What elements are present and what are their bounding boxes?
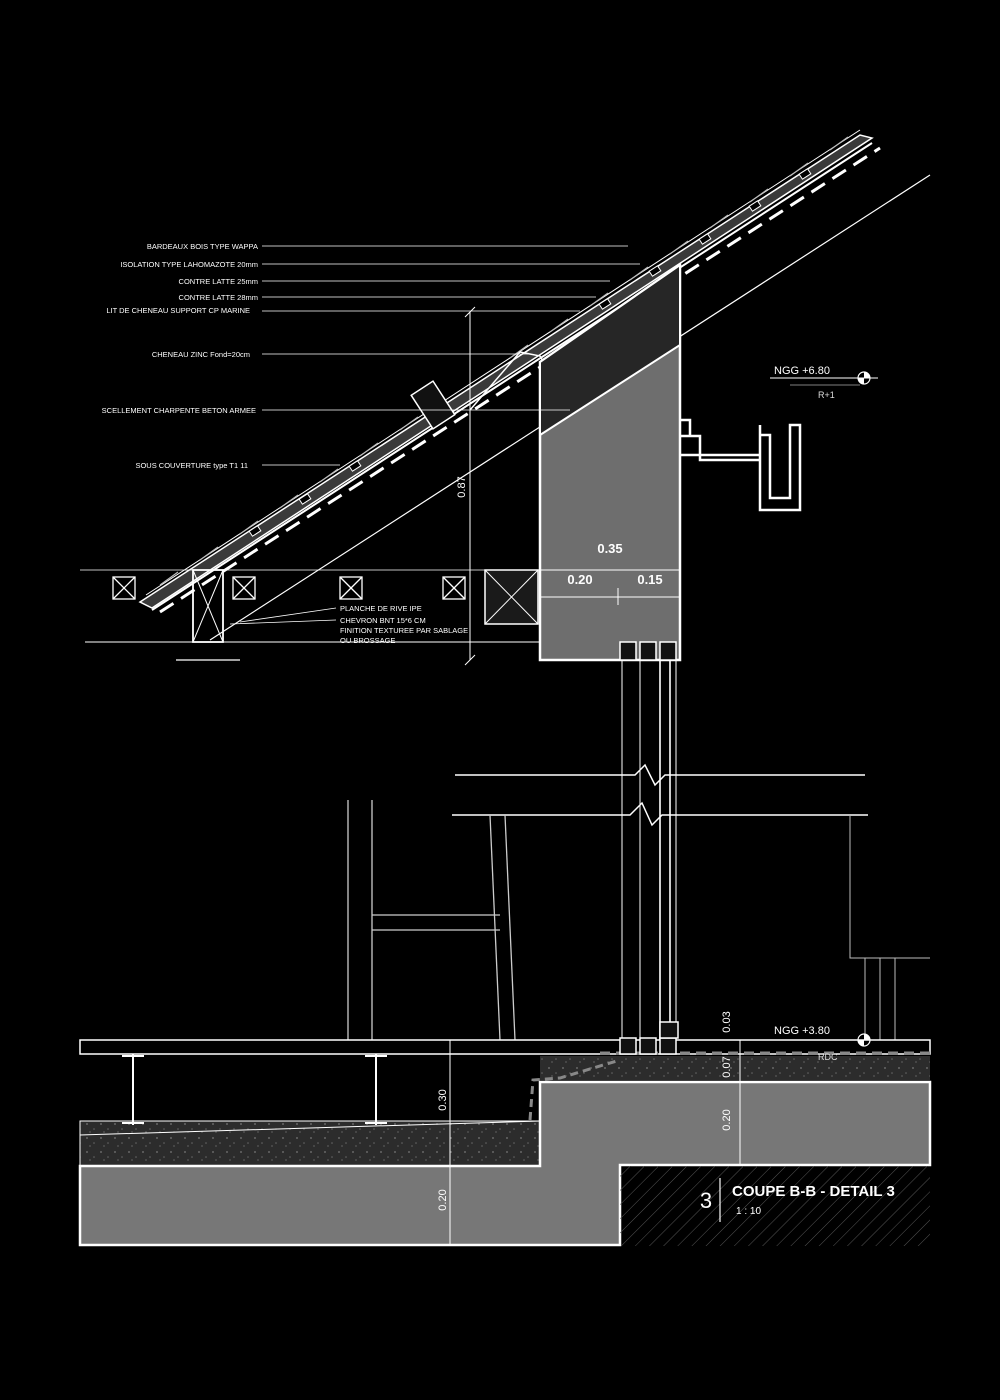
floor-assembly [78,1021,932,1247]
label-isolation: ISOLATION TYPE LAHOMAZOTE 20mm [120,260,258,269]
roof-underside-line [151,142,873,611]
roof-assembly [80,129,931,661]
balcony-bracket [680,418,802,512]
level-lower-sub: RDC [818,1052,838,1062]
detail-title: COUPE B-B - DETAIL 3 [732,1183,895,1200]
leader-lines [229,245,640,625]
insulation-dashed-line [159,146,881,614]
interior-cabinet [849,815,930,1040]
label-contre-latte-25: CONTRE LATTE 25mm [179,277,258,286]
window-frame-top [619,641,677,661]
dim-step-top: 0.03 [721,1011,733,1032]
label-planche-rive: PLANCHE DE RIVE IPE [340,604,422,613]
label-scellement: SCELLEMENT CHARPENTE BETON ARMEE [102,406,256,415]
label-contre-latte-28: CONTRE LATTE 28mm [179,293,258,302]
shingles [159,136,849,586]
break-lines [452,763,868,827]
level-marker-upper [770,371,878,386]
window-section [621,660,677,1040]
level-labels: NGG +6.80 R+1 NGG +3.80 RDC [774,365,838,1062]
label-cheneau-zinc: CHENEAU ZINC Fond=20cm [152,350,250,359]
dim-wall-part-2: 0.15 [637,572,662,587]
dim-screed: 0.07 [721,1056,733,1077]
annotation-labels: BARDEAUX BOIS TYPE WAPPA ISOLATION TYPE … [102,242,468,645]
wall-plate [484,569,539,625]
floor-pedestals [122,1054,387,1125]
roof-top-line [145,129,861,596]
dim-floor-void: 0.30 [437,1089,449,1110]
dimension-labels: 0.35 0.20 0.15 0.87 0.03 0.07 0.20 0.30 … [437,476,733,1210]
window-frame-bottom [619,1021,679,1055]
level-marker-lower [770,1033,880,1047]
dim-slab-right: 0.20 [721,1109,733,1130]
concrete-wall [538,262,682,662]
interior-stool [347,800,516,1041]
level-lower-label: NGG +3.80 [774,1025,830,1037]
dim-wall-part-1: 0.20 [567,572,592,587]
label-finition-2: OU BROSSAGE [340,636,395,645]
level-upper-label: NGG +6.80 [774,365,830,377]
label-sous-couverture: SOUS COUVERTURE type T1 11 [135,461,248,470]
eave-height-dimension [464,306,476,666]
dim-eave-height: 0.87 [456,476,468,497]
label-bardeaux: BARDEAUX BOIS TYPE WAPPA [147,242,258,251]
label-lit-cheneau: LIT DE CHENEAU SUPPORT CP MARINE [106,306,250,315]
detail-number: 3 [700,1188,712,1213]
rafter-sections [112,576,466,600]
label-finition-1: FINITION TEXTUREE PAR SABLAGE [340,626,468,635]
detail-scale: 1 : 10 [736,1206,761,1217]
label-chevron: CHEVRON BNT 15*6 CM [340,616,426,625]
roof-deck [138,134,874,609]
battens [248,168,812,537]
title-block: 3 COUPE B-B - DETAIL 3 1 : 10 [700,1183,895,1217]
floor-dimension-lines [449,1040,741,1245]
anchor-block [410,380,456,430]
level-upper-sub: R+1 [818,390,835,400]
dim-slab-left: 0.20 [437,1189,449,1210]
fascia-board [176,569,240,661]
dim-wall-total: 0.35 [597,541,622,556]
